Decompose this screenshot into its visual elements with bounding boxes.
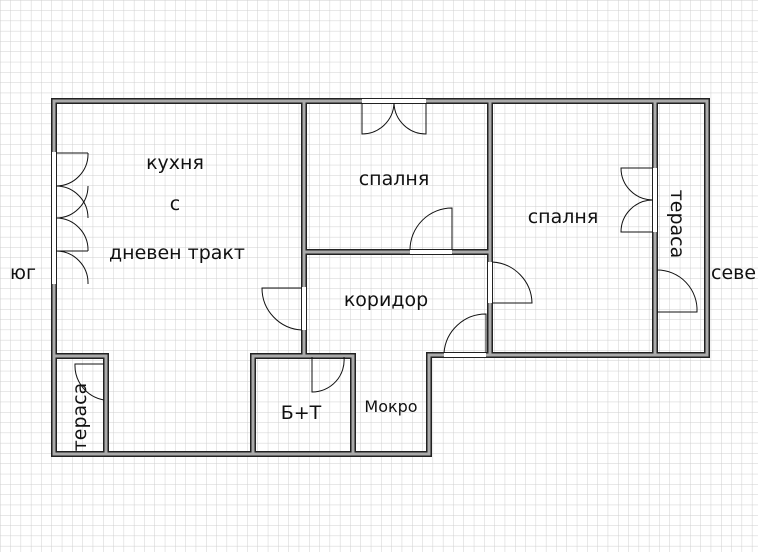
orientation-north: севе <box>711 262 756 284</box>
walls <box>51 98 710 457</box>
room-label-kitchen-with: с <box>170 193 180 215</box>
room-label-kitchen: кухня <box>146 152 204 174</box>
room-label-wet-area: Мокро <box>364 397 417 416</box>
doors <box>52 99 698 401</box>
room-label-living-area: дневен тракт <box>109 242 245 264</box>
room-label-corridor: коридор <box>344 289 428 311</box>
room-labels: кухня с дневен тракт спалня спалня корид… <box>10 152 756 451</box>
room-label-bedroom-2: спалня <box>528 206 599 228</box>
room-label-terrace-right: тераса <box>666 190 688 259</box>
room-label-bathroom: Б+Т <box>281 402 322 424</box>
room-label-terrace-left: тераса <box>69 383 91 452</box>
room-label-bedroom-1: спалня <box>359 168 430 190</box>
orientation-south: юг <box>10 262 36 284</box>
